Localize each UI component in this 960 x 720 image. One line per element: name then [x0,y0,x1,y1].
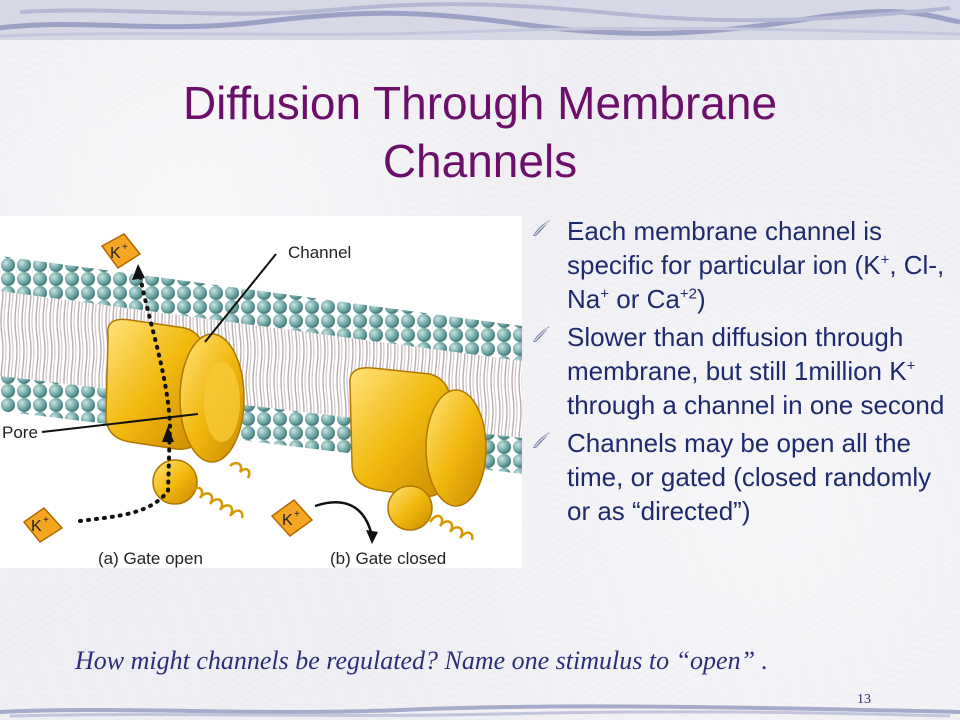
pore-label: Pore [2,423,38,442]
svg-text:+: + [43,515,49,526]
decorative-top-border [0,0,960,40]
ion-path-dotted-arrow [78,274,173,523]
potassium-ion-left: K + [22,507,64,543]
bullet-item: Channels may be open all the time, or ga… [530,426,950,528]
membrane-illustration: K + K + K + Channel Pore (a) Gate open (… [0,233,522,568]
svg-text:+: + [294,509,300,520]
pore-leader-line [41,413,199,433]
closed-channel-protein [349,367,487,541]
open-channel-protein [105,318,251,519]
svg-text:K: K [31,518,42,535]
slide-title: Diffusion Through Membrane Channels [0,74,960,190]
bullet-item: Each membrane channel is specific for pa… [530,214,950,316]
quill-stroke-bullet-icon [533,326,550,342]
channel-label: Channel [288,243,351,262]
slide-title-line-1: Diffusion Through Membrane [182,77,778,129]
potassium-ion-right: K + [270,498,314,538]
caption-gate-closed: (b) Gate closed [330,549,446,568]
gate-closing-arrow [314,501,374,537]
bullet-list: Each membrane channel is specific for pa… [530,214,950,532]
svg-text:+: + [122,242,128,253]
potassium-ion-top: K + [100,233,142,270]
arrowhead-icon [132,264,145,280]
membrane-upper-heads [0,256,522,361]
arrowhead-icon [162,426,174,442]
slide-title-line-2: Channels [382,135,578,187]
decorative-bottom-border [0,704,960,718]
membrane-channel-figure: K + K + K + Channel Pore (a) Gate open (… [0,216,522,568]
bullet-item: Slower than diffusion through membrane, … [530,320,950,422]
caption-gate-open: (a) Gate open [98,549,203,568]
svg-text:K: K [110,245,121,262]
channel-leader-line [204,253,277,343]
arrowhead-icon [366,530,378,544]
quill-stroke-bullet-icon [533,432,550,448]
discussion-question: How might channels be regulated? Name on… [75,646,769,675]
svg-text:K: K [282,512,293,529]
quill-stroke-bullet-icon [533,220,550,236]
page-number: 13 [857,692,871,707]
